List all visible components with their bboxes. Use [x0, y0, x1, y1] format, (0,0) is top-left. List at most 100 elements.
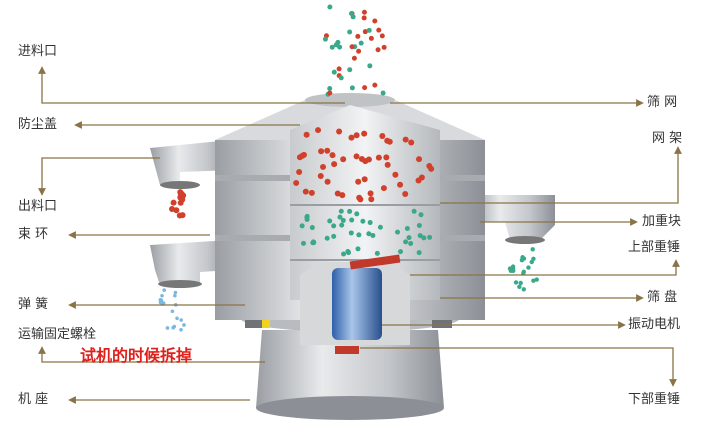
- particle: [336, 66, 342, 72]
- particle: [402, 136, 409, 143]
- leader-lines: [38, 66, 682, 404]
- particle: [324, 147, 331, 154]
- particle: [418, 212, 424, 218]
- particle: [170, 199, 177, 206]
- particle: [353, 153, 360, 160]
- particle: [341, 251, 347, 257]
- particle: [372, 82, 378, 88]
- particle: [318, 148, 325, 155]
- particle: [426, 163, 433, 170]
- particle: [375, 47, 381, 53]
- particle: [348, 230, 354, 236]
- particle: [179, 318, 184, 322]
- particle: [361, 176, 368, 183]
- label-mesh-frame: 网 架: [652, 131, 683, 146]
- particles: [158, 4, 539, 332]
- particle: [331, 69, 337, 75]
- particle: [381, 44, 387, 50]
- particle: [403, 239, 409, 245]
- particle: [331, 223, 337, 229]
- vibration-motor-shape: [332, 268, 382, 340]
- particle: [351, 55, 357, 61]
- label-transport-bolt: 运输固定螺栓: [18, 327, 97, 342]
- particle: [357, 196, 364, 203]
- particle: [415, 177, 422, 184]
- particle: [380, 185, 387, 192]
- particle: [395, 229, 401, 235]
- particle: [310, 239, 316, 245]
- particle: [356, 48, 362, 54]
- particle: [170, 309, 175, 314]
- particle: [327, 218, 333, 224]
- label-weight-block: 加重块: [642, 214, 682, 229]
- label-clamp-ring: 束 环: [18, 227, 49, 242]
- particle: [362, 85, 368, 91]
- particle: [411, 208, 417, 214]
- particle: [361, 9, 367, 15]
- label-screen-tray: 筛 盘: [647, 290, 678, 305]
- particle: [315, 127, 322, 134]
- particle: [529, 259, 534, 265]
- particle: [171, 325, 176, 330]
- particle: [375, 154, 382, 161]
- particle: [427, 234, 433, 240]
- particle: [361, 130, 368, 137]
- particle: [534, 277, 539, 282]
- particle: [165, 326, 170, 330]
- particle: [376, 27, 382, 33]
- particle: [353, 132, 360, 139]
- particle: [377, 224, 383, 230]
- particle: [335, 39, 341, 45]
- particle: [337, 214, 343, 220]
- particle: [303, 131, 310, 138]
- particle: [350, 14, 356, 20]
- outlets: [150, 140, 555, 288]
- label-screen-mesh: 筛 网: [647, 95, 678, 110]
- particle: [345, 249, 351, 255]
- particle: [176, 212, 183, 219]
- particle: [408, 240, 414, 246]
- particle: [531, 256, 536, 261]
- particle: [308, 189, 315, 196]
- particle: [329, 152, 336, 159]
- particle: [329, 44, 335, 50]
- particle: [526, 265, 531, 270]
- particle: [182, 323, 186, 327]
- particle: [406, 235, 412, 241]
- particle: [347, 29, 353, 35]
- particle: [408, 139, 415, 146]
- particle: [368, 196, 375, 203]
- particle: [160, 293, 164, 298]
- particle: [300, 240, 306, 246]
- particle: [421, 235, 427, 241]
- particle: [367, 190, 374, 197]
- particle: [386, 138, 393, 145]
- particle: [354, 211, 360, 217]
- particle: [296, 169, 303, 176]
- particle: [356, 232, 362, 238]
- particle: [302, 188, 309, 195]
- particle: [367, 63, 373, 69]
- particle: [398, 249, 404, 255]
- particle: [379, 33, 385, 39]
- particle: [397, 181, 404, 188]
- particle: [349, 44, 355, 50]
- particle: [355, 178, 362, 185]
- particle: [380, 90, 386, 96]
- particle: [169, 206, 176, 213]
- particle: [309, 225, 315, 231]
- particle: [367, 220, 373, 226]
- label-dust-cover: 防尘盖: [18, 117, 58, 132]
- label-outlet: 出料口: [18, 199, 58, 214]
- particle: [370, 233, 376, 239]
- particle: [374, 250, 380, 256]
- label-upper-weight: 上部重锤: [628, 240, 681, 255]
- particle: [417, 233, 423, 239]
- particle: [355, 246, 361, 252]
- particle: [360, 218, 366, 224]
- label-spring: 弹 簧: [18, 297, 49, 312]
- label-inlet: 进料口: [18, 44, 58, 59]
- particle: [331, 161, 338, 168]
